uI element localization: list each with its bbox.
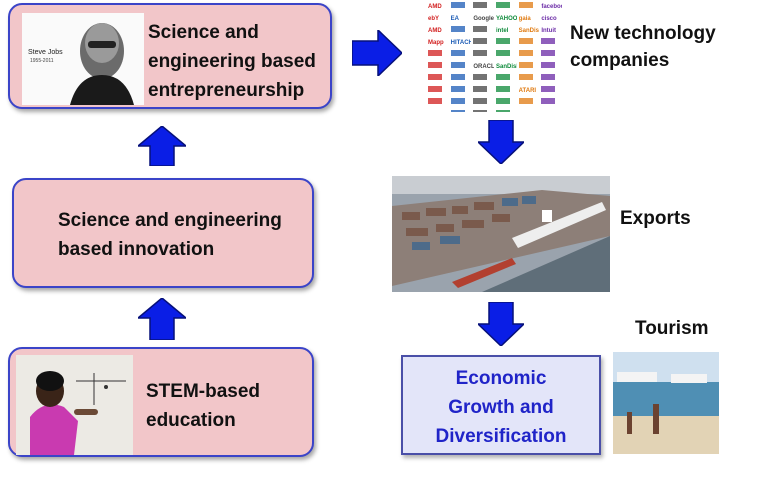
goal-line1: Economic [455, 368, 547, 389]
company-logo: facebook [541, 4, 562, 10]
company-logo [495, 2, 517, 13]
tech-company-logos: AMDfacebookebYEAGoogleYAHOO!gaiaciscoAMD… [428, 2, 562, 112]
company-logo [541, 86, 562, 97]
economic-growth-box: Economic Growth and Diversification [401, 355, 601, 455]
company-logo [428, 86, 449, 97]
company-logo [428, 62, 449, 73]
company-logo [495, 50, 517, 61]
innovation-line1: Science and engineering [58, 210, 282, 231]
goal-line3: Diversification [435, 426, 567, 447]
company-logo [428, 50, 449, 61]
innovation-line2: based innovation [58, 239, 215, 260]
company-logo [518, 2, 540, 13]
company-logo: SONY [541, 110, 562, 112]
entrepreneurship-text: Science and engineering based entreprene… [148, 18, 316, 105]
entrepreneurship-line1: Science and [148, 22, 259, 43]
company-logo [541, 50, 562, 61]
education-line1: STEM-based [146, 381, 261, 402]
company-logo: Intuit [541, 28, 556, 34]
education-text: STEM-based education [146, 377, 260, 435]
innovation-box: Science and engineering based innovation [12, 178, 314, 288]
company-logo [473, 86, 494, 97]
entrepreneurship-box: Steve Jobs 1955-2011 Science and enginee… [8, 3, 332, 109]
company-logo: SanDisk [518, 28, 540, 34]
education-box: STEM-based education [8, 347, 314, 457]
exports-label: Exports [620, 208, 691, 229]
company-logo [473, 74, 494, 85]
down-arrow-icon [478, 120, 524, 164]
photo-caption-name: Steve Jobs [28, 49, 63, 56]
company-logo [495, 86, 517, 97]
company-logo: ATARI [518, 88, 537, 94]
company-logo [473, 38, 494, 49]
company-logo: ebY [428, 16, 440, 22]
company-logo [541, 38, 562, 49]
company-logo [518, 50, 540, 61]
student-photo [16, 355, 133, 455]
company-logo [541, 98, 562, 109]
company-logo [495, 38, 517, 49]
company-logo [450, 98, 472, 109]
innovation-text: Science and engineering based innovation [58, 206, 282, 264]
goal-text: Economic Growth and Diversification [403, 364, 599, 451]
company-logo: SAP [519, 110, 540, 112]
companies-line1: New technology [570, 23, 716, 44]
company-logo [450, 86, 472, 97]
company-logo: AMD [428, 28, 442, 34]
company-logo [450, 74, 472, 85]
company-logo [473, 26, 494, 37]
steve-jobs-photo: Steve Jobs 1955-2011 [22, 13, 144, 105]
company-logo [473, 110, 494, 112]
entrepreneurship-line3: entrepreneurship [148, 80, 305, 101]
company-logo: gaia [518, 16, 531, 22]
company-logo [518, 74, 540, 85]
company-logo: ORACLE [473, 64, 494, 70]
companies-line2: companies [570, 50, 670, 71]
company-logo [473, 2, 494, 13]
company-logo [428, 74, 449, 85]
company-logo: intel [495, 28, 509, 34]
company-logo [450, 50, 472, 61]
company-logo: SanDisk [495, 64, 517, 70]
right-arrow-icon [352, 30, 402, 76]
up-arrow-icon [138, 126, 186, 166]
entrepreneurship-line2: engineering based [148, 51, 316, 72]
company-logo [541, 62, 562, 73]
port-photo [392, 176, 610, 292]
company-logo [450, 26, 472, 37]
company-logo [428, 98, 449, 109]
company-logo [473, 98, 494, 109]
company-logo [450, 2, 472, 13]
company-logo: PayPal [428, 110, 449, 112]
company-logo: YAHOO! [495, 16, 517, 22]
company-logo [495, 110, 517, 112]
goal-line2: Growth and [448, 397, 554, 418]
down-arrow-icon [478, 302, 524, 346]
company-logo: Mapp [428, 40, 444, 46]
company-logo [450, 110, 472, 112]
company-logo: EA [450, 16, 459, 22]
up-arrow-icon [138, 298, 186, 340]
tourism-label: Tourism [635, 318, 709, 339]
company-logo [473, 50, 494, 61]
company-logo [495, 74, 517, 85]
company-logo [518, 62, 540, 73]
company-logo: AMD [428, 4, 442, 10]
company-logo [495, 98, 517, 109]
beach-photo [613, 352, 719, 454]
company-logo: HITACHI [450, 40, 472, 46]
education-line2: education [146, 410, 236, 431]
photo-caption-years: 1955-2011 [30, 58, 54, 64]
company-logo [541, 74, 562, 85]
company-logo: cisco [541, 16, 557, 22]
companies-label: New technology companies [570, 20, 716, 74]
company-logo [518, 38, 540, 49]
company-logo: Google [473, 16, 494, 22]
company-logo [450, 62, 472, 73]
company-logo [518, 98, 540, 109]
